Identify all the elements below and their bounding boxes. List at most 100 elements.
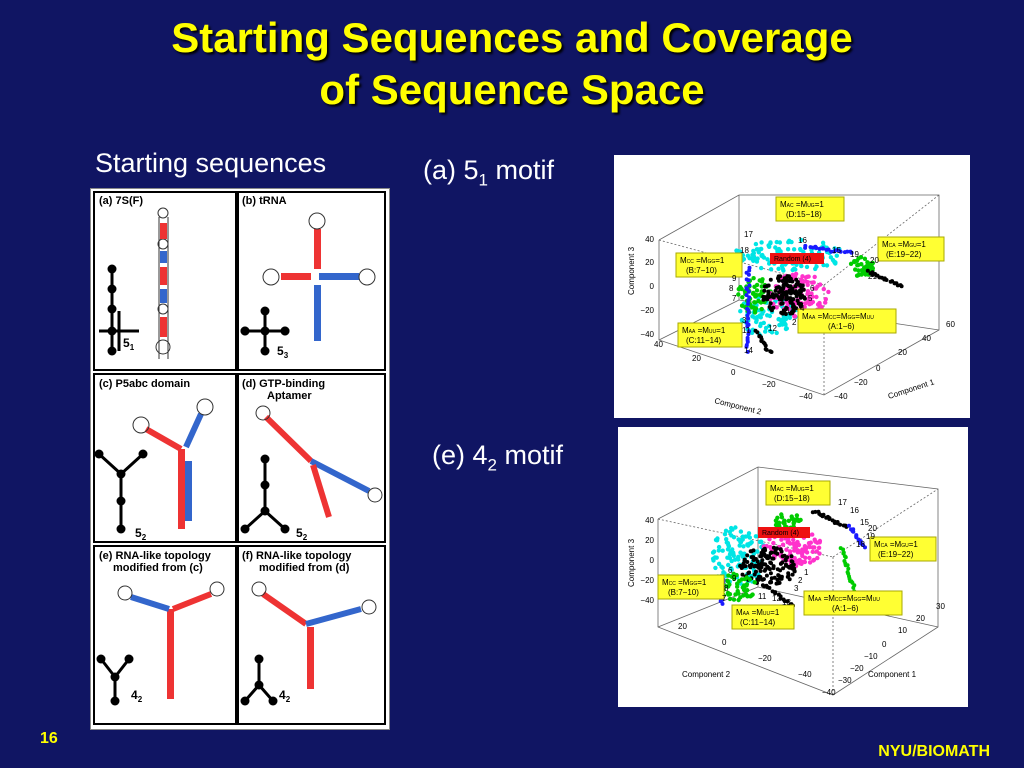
scatter-point (738, 539, 743, 545)
scatter-point (741, 256, 747, 262)
num-label: 19 (866, 532, 875, 541)
scatter-point (795, 281, 800, 286)
scatter-point (739, 551, 744, 556)
plot-e-svg: Component 3 40 20 0 −20 −40 20 0 −20 −40… (627, 466, 945, 697)
scatter-point (744, 344, 749, 349)
scatter-point (754, 288, 760, 293)
num-label: 6 (728, 566, 733, 575)
scatter-point (791, 541, 796, 546)
num-label: 16 (850, 506, 859, 515)
plot-e-caption-post: motif (497, 440, 564, 470)
scatter-point (728, 550, 733, 555)
scatter-point (817, 246, 822, 251)
scatter-point (720, 565, 725, 570)
plot-e-xtick: 0 (882, 640, 887, 649)
plot-e-ztick: 40 (645, 516, 654, 525)
scatter-point (776, 246, 782, 252)
num-label: 5 (808, 294, 813, 303)
scatter-point (768, 571, 773, 576)
scatter-point (741, 593, 746, 598)
scatter-point (771, 540, 776, 546)
scatter-point (787, 278, 791, 283)
plot-a-ztick: 20 (645, 258, 654, 267)
svg-text:MAA =MCC=MGG=MUU: MAA =MCC=MGG=MUU (808, 594, 880, 603)
scatter-point (790, 286, 795, 291)
rna-cell-frame (237, 373, 386, 543)
plot-a-number-labels: 17 16 15 19 18 20 21 9 8 7 6 5 4 3 11 12… (729, 230, 879, 355)
plot-a-caption-sub: 1 (478, 170, 488, 190)
scatter-point (751, 276, 756, 281)
num-label: 20 (868, 524, 877, 533)
scatter-point (852, 259, 857, 265)
scatter-point (759, 265, 764, 271)
plot-a-ytick: −20 (762, 380, 776, 389)
scatter-point (737, 543, 742, 548)
scatter-point (777, 580, 782, 585)
scatter-point (793, 284, 798, 289)
plot-a-box-a: MAA =MCC=MGG=MUU (A:1−6) (797, 308, 897, 334)
scatter-point (791, 537, 796, 542)
scatter-point (812, 286, 817, 291)
svg-text:(C:11−14): (C:11−14) (740, 618, 776, 627)
svg-text:MCC =MGG=1: MCC =MGG=1 (680, 256, 725, 265)
plot-e-scatter (710, 509, 867, 608)
scatter-point (731, 576, 737, 581)
scatter-point (802, 559, 808, 565)
scatter-point (768, 301, 773, 306)
scatter-point (751, 551, 756, 557)
plot-a-ytick: 40 (654, 340, 663, 349)
scatter-point (739, 303, 745, 308)
scatter-point (731, 597, 737, 602)
scatter-point (779, 537, 784, 542)
scatter-point (823, 297, 828, 302)
scatter-point (747, 283, 752, 288)
svg-text:MAA =MUU=1: MAA =MUU=1 (736, 608, 780, 617)
scatter-point (774, 581, 779, 586)
scatter-point (843, 555, 848, 560)
scatter-point (787, 577, 792, 582)
plot-a-box-d: MAC =MUG=1 (D:15−18) (775, 196, 845, 222)
plot-e-zlabel: Component 3 (627, 538, 636, 587)
scatter-point (750, 592, 755, 597)
scatter-point (738, 563, 743, 568)
rna-panel-c-label: (c) P5abc domain (99, 378, 190, 390)
rna-cell-frame (237, 545, 386, 725)
plot-a-ytick: 0 (731, 368, 736, 377)
scatter-point (804, 264, 810, 270)
rna-cell-frame (93, 373, 237, 543)
rna-panel-e-label-1: (e) RNA-like topology (99, 550, 212, 562)
svg-text:MAA =MCC=MGG=MUU: MAA =MCC=MGG=MUU (802, 312, 874, 321)
rna-basepairs-a (160, 223, 167, 337)
plot-e-ztick: −20 (640, 576, 654, 585)
scatter-point (800, 274, 805, 279)
scatter-point (814, 246, 819, 250)
scatter-point (713, 537, 719, 543)
svg-text:(A:1−6): (A:1−6) (828, 322, 855, 331)
scatter-point (774, 293, 779, 298)
scatter-point (794, 289, 798, 294)
rna-cell-frame (93, 545, 237, 725)
scatter-point (750, 252, 755, 258)
scatter-point (765, 297, 770, 302)
plot-e-caption-pre: (e) 4 (432, 440, 488, 470)
scatter-point (863, 545, 867, 550)
scatter-point (723, 528, 729, 533)
scatter-point (752, 284, 757, 289)
scatter-point (759, 253, 764, 258)
scatter-point (791, 521, 796, 526)
plot-a-caption-post: motif (488, 155, 555, 185)
scatter-point (767, 244, 772, 249)
motif-label-b: 53 (277, 344, 289, 360)
scatter-point (758, 323, 763, 329)
scatter-point (735, 584, 740, 589)
scatter-point (773, 549, 778, 554)
scatter-point (741, 544, 746, 549)
scatter-point (752, 564, 757, 569)
num-label: 15 (832, 246, 841, 255)
num-label: 13 (782, 598, 791, 607)
scatter-point (745, 553, 750, 558)
scatter-point (777, 240, 783, 245)
scatter-point (727, 582, 732, 587)
svg-text:(A:1−6): (A:1−6) (832, 604, 859, 613)
scatter-point (806, 544, 812, 549)
